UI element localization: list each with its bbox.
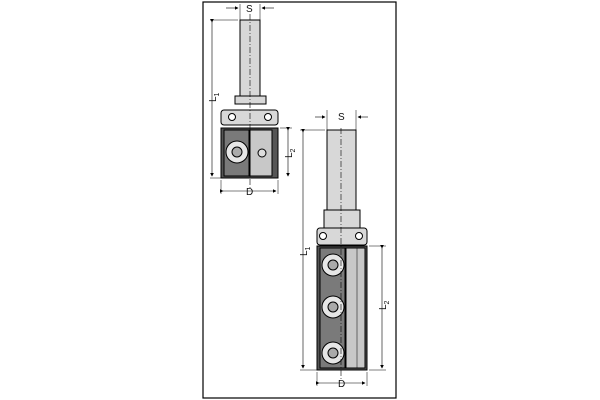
flange-screw-icon (355, 232, 363, 240)
large-cutter (300, 110, 386, 386)
bolt-head-icon (231, 146, 243, 158)
small-diameter-label: D (246, 187, 253, 198)
flange-screw-icon (264, 113, 272, 121)
flange (220, 109, 279, 126)
collar (234, 95, 267, 105)
screw-icon (257, 148, 267, 158)
flange-screw-icon (319, 232, 327, 240)
large-l1-label: L1 (299, 246, 312, 256)
flange (316, 227, 368, 246)
shank (326, 129, 357, 211)
small-cutter (210, 4, 292, 194)
large-shank-label: S (338, 112, 345, 123)
large-l2-label: L2 (378, 300, 391, 310)
insert-light (345, 247, 366, 369)
drawing-frame (202, 1, 397, 399)
small-l2-label: L2 (284, 148, 297, 158)
small-shank-label: S (246, 4, 253, 15)
flange-screw-icon (228, 113, 236, 121)
large-diameter-label: D (338, 379, 345, 390)
collar (323, 209, 361, 229)
small-l1-label: L1 (208, 92, 221, 102)
